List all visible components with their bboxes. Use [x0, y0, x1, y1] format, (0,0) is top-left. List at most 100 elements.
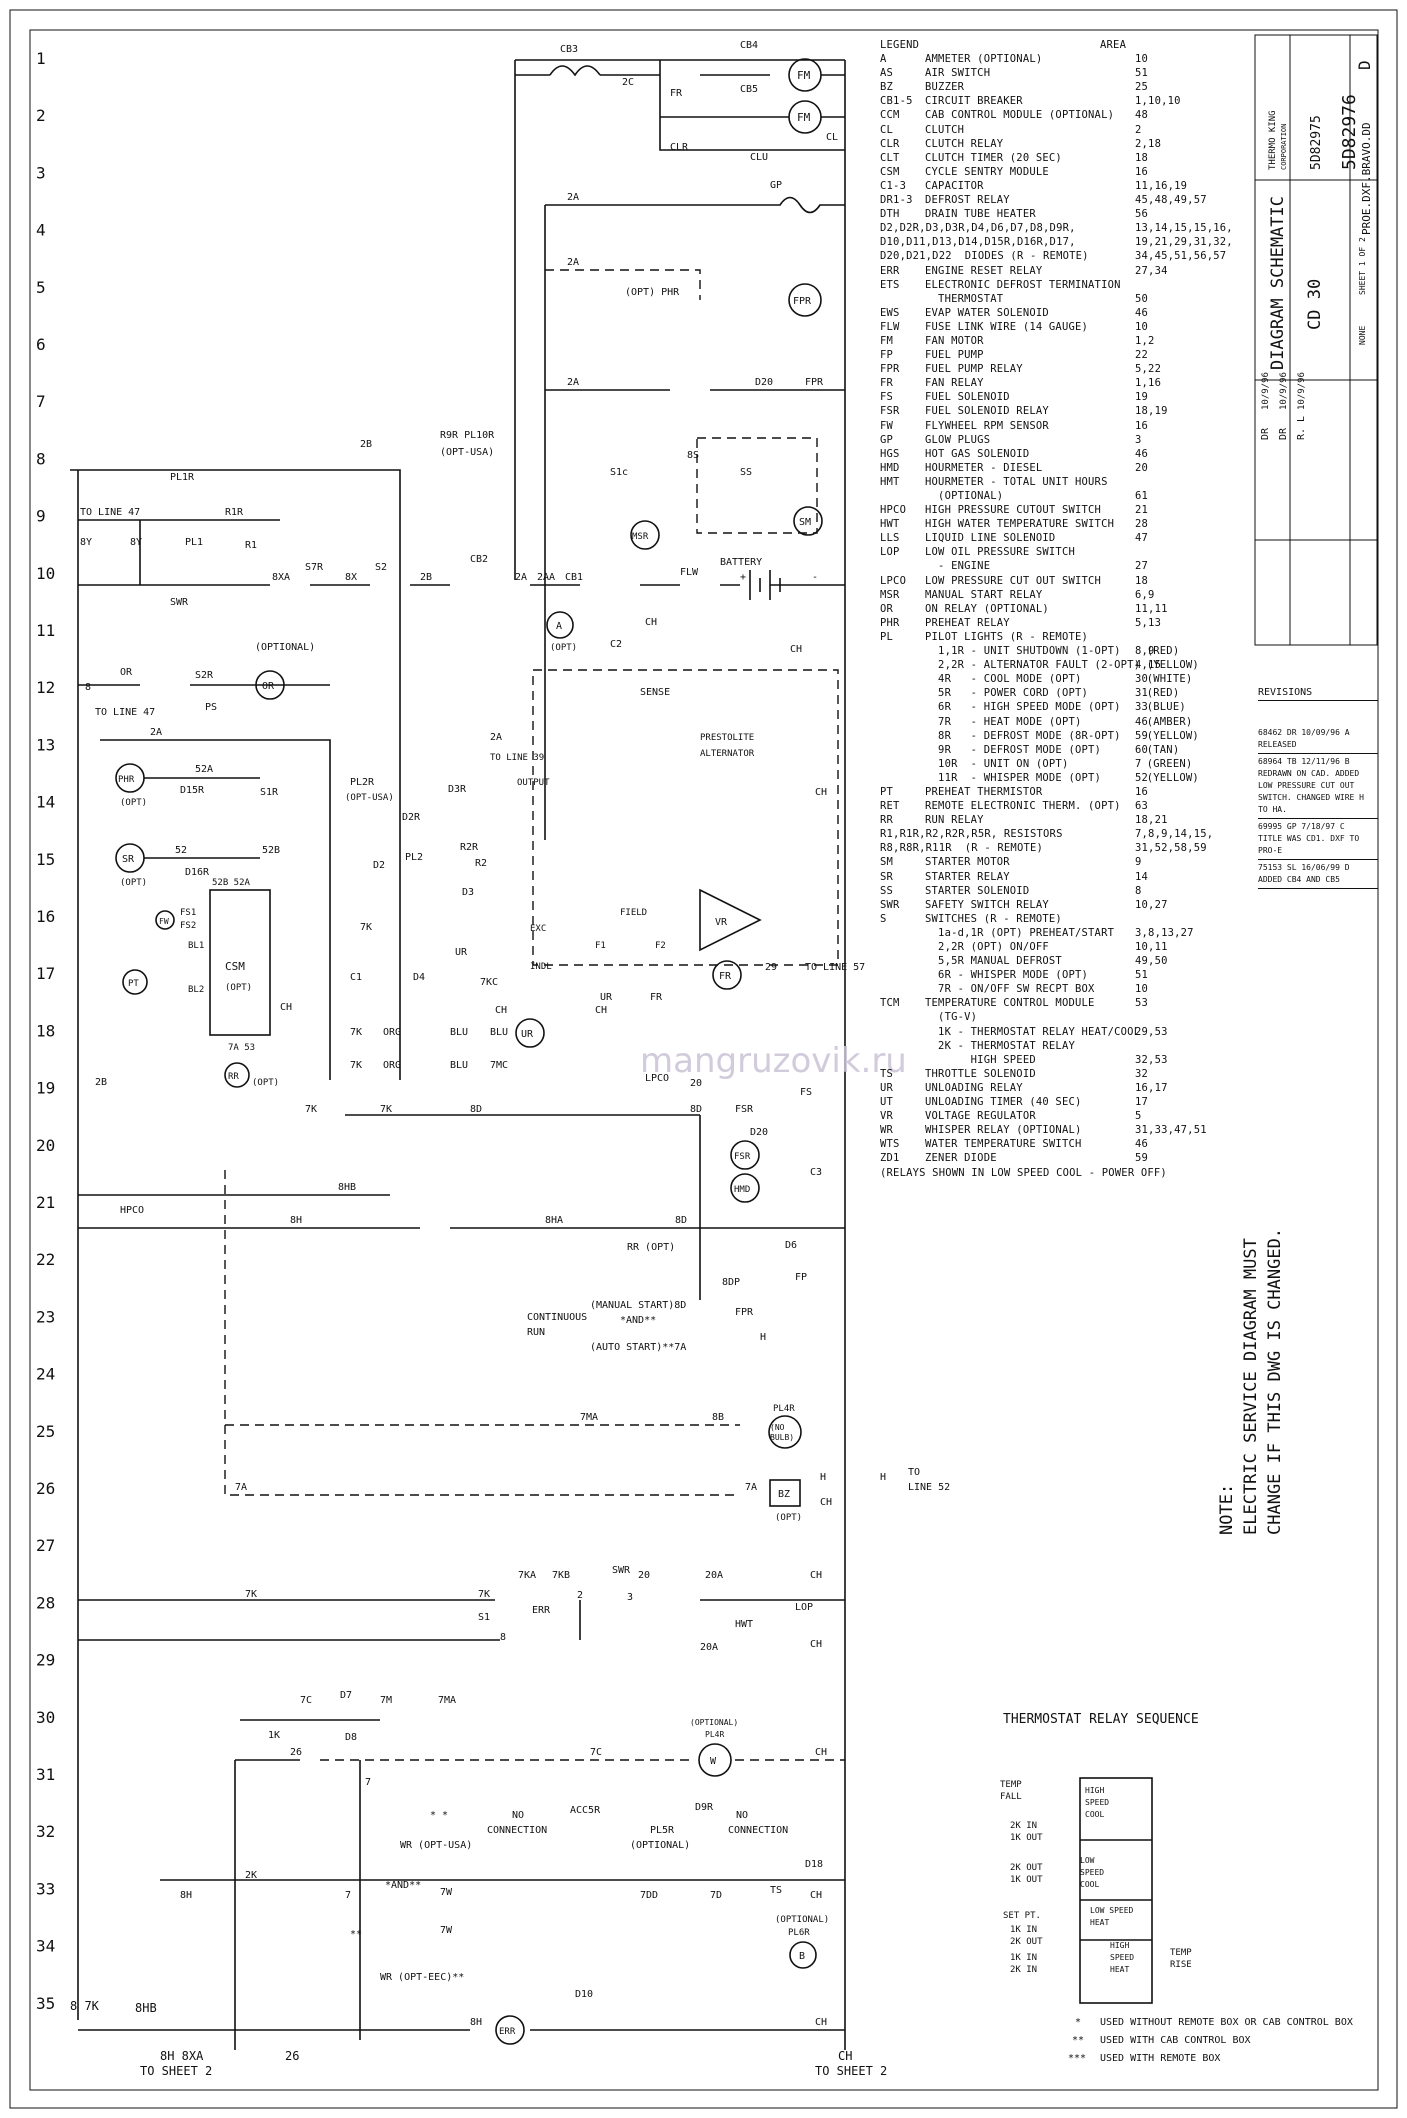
svg-text:5D82975: 5D82975	[1309, 115, 1324, 170]
hourmeter-diesel	[730, 1173, 760, 1203]
svg-text:20: 20	[638, 1570, 650, 1581]
svg-text:WR (OPT-USA): WR (OPT-USA)	[400, 1840, 472, 1851]
to-sheet-2-right: TO SHEET 2	[815, 2064, 887, 2078]
svg-text:LPCO: LPCO	[645, 1073, 669, 1084]
svg-text:OUTPUT: OUTPUT	[517, 778, 550, 788]
svg-text:10/9/96: 10/9/96	[1279, 372, 1289, 410]
legend-item: 10R - UNIT ON (OPT) (GREEN)7	[925, 757, 1193, 770]
svg-text:D4: D4	[413, 972, 425, 983]
svg-text:1K IN: 1K IN	[1010, 1925, 1037, 1935]
svg-text:D7: D7	[340, 1690, 352, 1701]
svg-text:8D: 8D	[470, 1104, 482, 1115]
svg-text:MSR: MSR	[632, 532, 649, 542]
to-sheet-2-left: TO SHEET 2	[140, 2064, 212, 2078]
svg-text:ORG: ORG	[383, 1027, 401, 1038]
svg-text:CH: CH	[495, 1005, 507, 1016]
row-number: 7	[36, 392, 46, 411]
svg-text:2A: 2A	[515, 572, 527, 583]
svg-text:INDL: INDL	[530, 962, 552, 972]
row-number: 5	[36, 278, 46, 297]
svg-text:*AND**: *AND**	[620, 1315, 656, 1326]
svg-text:HPCO: HPCO	[120, 1205, 144, 1216]
svg-text:HIGH: HIGH	[1085, 1786, 1104, 1795]
svg-text:LOP: LOP	[795, 1602, 813, 1613]
row-number: 33	[36, 1879, 55, 1898]
svg-text:8H: 8H	[180, 1890, 192, 1901]
svg-text:USED WITH REMOTE BOX: USED WITH REMOTE BOX	[1100, 2053, 1220, 2064]
svg-text:TEMP: TEMP	[1000, 1780, 1022, 1790]
svg-text:FPR: FPR	[805, 377, 824, 388]
svg-text:HEAT: HEAT	[1110, 1965, 1129, 1974]
svg-text:FM: FM	[797, 69, 811, 82]
svg-text:FR: FR	[670, 88, 683, 99]
svg-text:(OPT): (OPT)	[120, 798, 147, 808]
svg-text:7K: 7K	[350, 1027, 362, 1038]
svg-text:SS: SS	[740, 467, 752, 478]
svg-text:2AA: 2AA	[537, 572, 555, 583]
svg-text:+: +	[740, 572, 746, 583]
svg-text:PL1R: PL1R	[170, 472, 195, 483]
svg-text:(OPT): (OPT)	[775, 1513, 802, 1523]
svg-text:2B: 2B	[420, 572, 432, 583]
legend-item: (TG-V)	[925, 1011, 978, 1024]
svg-text:2A: 2A	[490, 732, 502, 743]
svg-text:7W: 7W	[440, 1925, 453, 1936]
svg-text:CH: CH	[838, 2049, 852, 2063]
voltage-regulator	[699, 888, 762, 952]
svg-text:*AND**: *AND**	[385, 1880, 421, 1891]
svg-text:FALL: FALL	[1000, 1792, 1022, 1802]
svg-text:1K IN: 1K IN	[1010, 1953, 1037, 1963]
svg-text:ERR: ERR	[532, 1605, 551, 1616]
note: NOTE: ELECTRIC SERVICE DIAGRAM MUST CHAN…	[1217, 1228, 1285, 1535]
svg-text:PT: PT	[128, 979, 139, 989]
svg-text:CONNECTION: CONNECTION	[487, 1825, 547, 1836]
svg-text:TO LINE 47: TO LINE 47	[95, 707, 155, 718]
svg-text:H: H	[760, 1332, 766, 1343]
svg-text:2C: 2C	[622, 77, 634, 88]
svg-text:**: **	[350, 1929, 362, 1940]
svg-text:FW: FW	[159, 917, 169, 926]
legend-item: 1,1R - UNIT SHUTDOWN (1-OPT) (RED)8,9	[925, 645, 1180, 658]
svg-text:NONE: NONE	[1358, 326, 1367, 345]
svg-text:7K: 7K	[380, 1104, 392, 1115]
row-number: 4	[36, 221, 46, 240]
svg-text:USED WITHOUT REMOTE BOX OR CAB: USED WITHOUT REMOTE BOX OR CAB CONTROL B…	[1100, 2017, 1353, 2028]
svg-text:EXC: EXC	[530, 924, 546, 934]
svg-text:7: 7	[365, 1777, 371, 1788]
svg-text:COOL: COOL	[1085, 1810, 1104, 1819]
svg-text:1K: 1K	[268, 1730, 280, 1741]
title-block: THERMO KING CORPORATION 5D82975 5D82976 …	[1254, 34, 1378, 646]
svg-text:52: 52	[175, 845, 187, 856]
legend-item: D2,D2R,D3,D3R,D4,D6,D7,D8,D9R,13,14,15,1…	[880, 222, 1233, 235]
svg-text:C1: C1	[350, 972, 362, 983]
legend-item: 5R - POWER CORD (OPT) (RED)31	[925, 687, 1180, 700]
svg-text:VR: VR	[715, 917, 728, 928]
svg-text:HIGH: HIGH	[1110, 1941, 1129, 1950]
svg-text:2A: 2A	[567, 192, 579, 203]
svg-text:CLU: CLU	[750, 152, 768, 163]
row-number: 28	[36, 1593, 55, 1612]
ammeter	[546, 611, 574, 639]
row-number: 11	[36, 621, 55, 640]
svg-text:RR (OPT): RR (OPT)	[627, 1242, 675, 1253]
svg-text:(OPT): (OPT)	[225, 983, 252, 993]
svg-text:BULB): BULB)	[770, 1433, 794, 1442]
svg-text:7W: 7W	[440, 1887, 453, 1898]
svg-text:7K: 7K	[360, 922, 372, 933]
svg-text:S1: S1	[478, 1612, 490, 1623]
svg-text:8Y: 8Y	[80, 537, 92, 548]
